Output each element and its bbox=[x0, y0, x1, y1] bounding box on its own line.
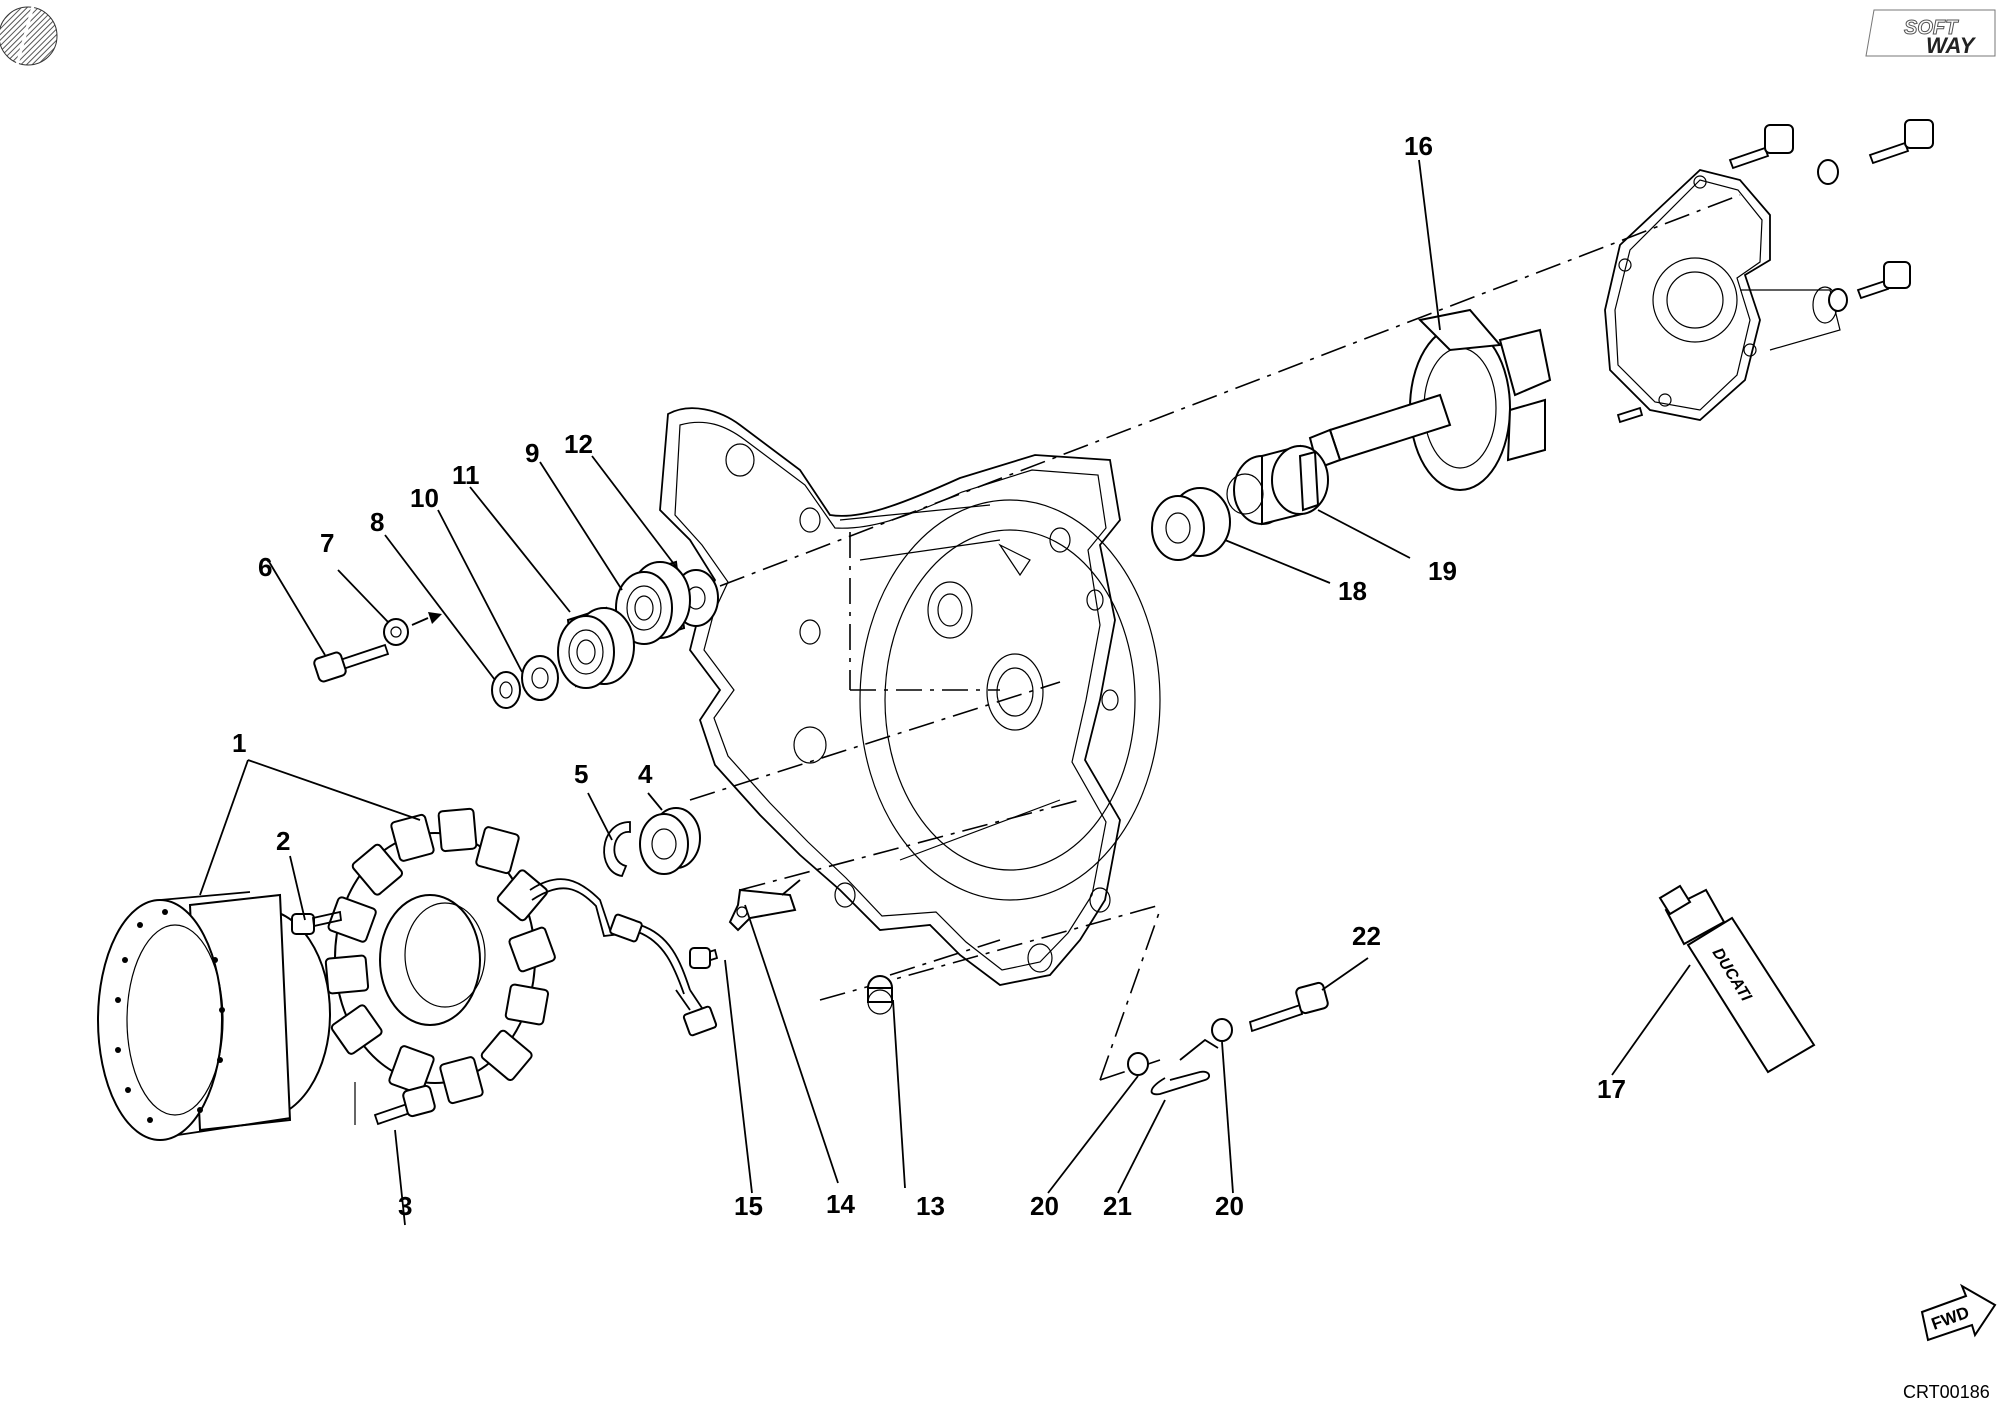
bearing-and-circlip bbox=[603, 807, 701, 877]
bearing-assembly bbox=[557, 560, 719, 689]
callout-21: 21 bbox=[1103, 1191, 1132, 1221]
pump-seal bbox=[1226, 444, 1329, 526]
generator-stator bbox=[324, 807, 718, 1105]
generator-rotor bbox=[97, 891, 331, 1141]
bushing-ring bbox=[1151, 487, 1231, 561]
assembly-axis-lines bbox=[689, 194, 1741, 1081]
callout-15: 15 bbox=[734, 1191, 763, 1221]
callout-9: 9 bbox=[525, 438, 539, 468]
callout-1: 1 bbox=[232, 728, 246, 758]
callout-2: 2 bbox=[276, 826, 290, 856]
svg-text:SOFT: SOFT bbox=[1904, 17, 1959, 39]
rotor-screw bbox=[354, 1082, 436, 1126]
cable-clip-fastening bbox=[1127, 981, 1329, 1096]
callout-6: 6 bbox=[258, 552, 272, 582]
sealant-tube: DUCATI bbox=[1658, 884, 1816, 1074]
callout-16: 16 bbox=[1404, 131, 1433, 161]
callout-19: 19 bbox=[1428, 556, 1457, 586]
callout-12: 12 bbox=[564, 429, 593, 459]
callout-22: 22 bbox=[1352, 921, 1381, 951]
water-pump-cover bbox=[1604, 169, 1841, 421]
callout-labels: 1 2 3 4 5 6 7 8 9 10 11 12 13 14 15 16 1… bbox=[232, 131, 1626, 1221]
callout-17: 17 bbox=[1597, 1074, 1626, 1104]
screw-with-washer bbox=[313, 612, 442, 683]
dowel-pin bbox=[867, 975, 893, 1015]
callout-leader-lines bbox=[199, 159, 1691, 1226]
callout-13: 13 bbox=[916, 1191, 945, 1221]
spacer-washers bbox=[491, 655, 559, 709]
callout-4: 4 bbox=[638, 759, 653, 789]
forward-direction-arrow: FWD bbox=[1920, 1283, 1997, 1342]
callout-14: 14 bbox=[826, 1189, 855, 1219]
cable-clamp bbox=[688, 879, 801, 969]
drawing-code: CRT00186 bbox=[1903, 1382, 1990, 1402]
callout-20a: 20 bbox=[1030, 1191, 1059, 1221]
callout-8: 8 bbox=[370, 507, 384, 537]
section-icon bbox=[0, 5, 58, 66]
callout-5: 5 bbox=[574, 759, 588, 789]
pump-cover-screws bbox=[1616, 119, 1934, 424]
callout-20b: 20 bbox=[1215, 1191, 1244, 1221]
water-pump-impeller bbox=[1308, 308, 1552, 491]
callout-18: 18 bbox=[1338, 576, 1367, 606]
callout-11: 11 bbox=[452, 460, 480, 490]
generator-cover bbox=[659, 407, 1161, 986]
callout-3: 3 bbox=[398, 1191, 412, 1221]
callout-7: 7 bbox=[320, 528, 334, 558]
svg-text:WAY: WAY bbox=[1926, 33, 1977, 58]
softway-logo: SOFT WAY bbox=[1865, 9, 1996, 58]
callout-10: 10 bbox=[410, 483, 439, 513]
